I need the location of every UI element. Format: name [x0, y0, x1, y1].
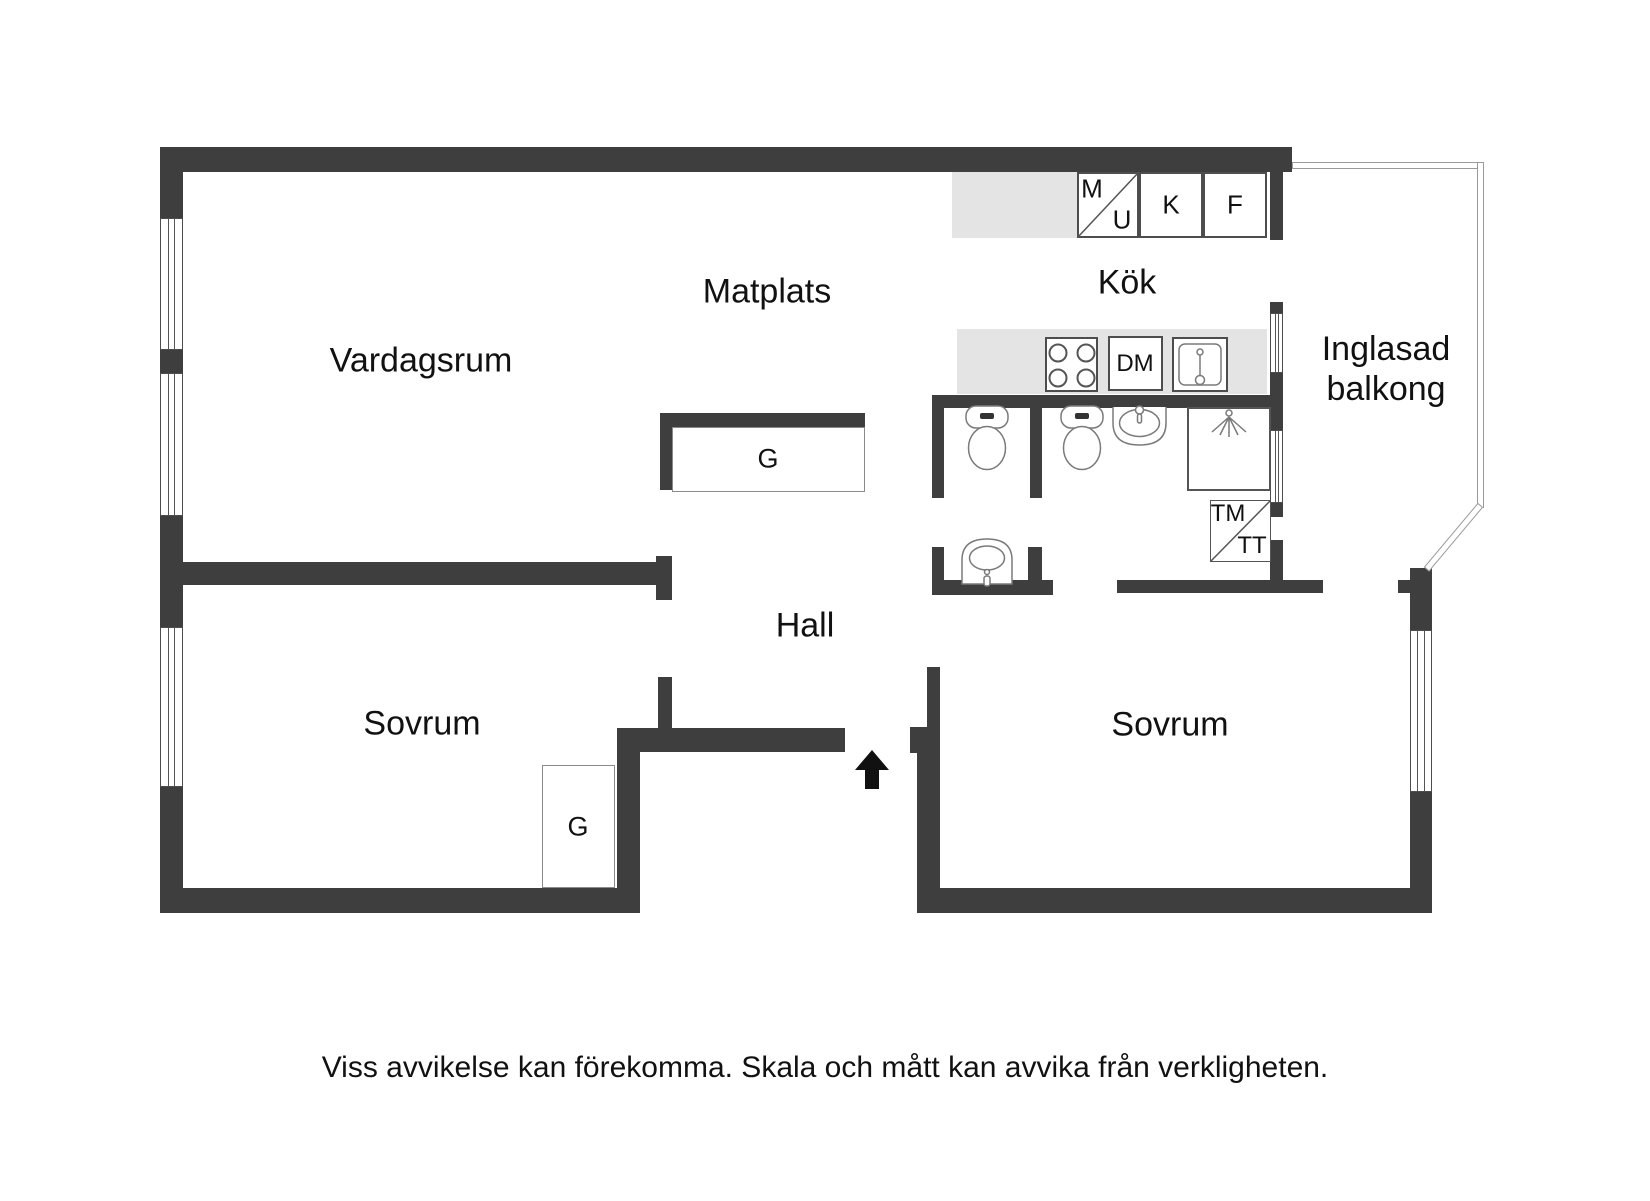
wall-right — [1410, 792, 1432, 913]
entrance-arrow-icon — [855, 750, 889, 770]
disclaimer-text: Viss avvikelse kan förekomma. Skala och … — [321, 1051, 1329, 1084]
wall-bath-left — [932, 408, 944, 498]
window — [160, 218, 183, 350]
freezer-label: F — [1227, 189, 1243, 220]
stove-burners-icon — [1048, 343, 1096, 388]
wall-left — [160, 147, 183, 218]
washbasin-icon — [1112, 405, 1167, 446]
entrance-arrow-stem — [865, 769, 879, 789]
toilet-icon — [1060, 405, 1104, 471]
wc-sink-icon — [961, 538, 1013, 587]
wall-kitchen-right — [1270, 302, 1283, 313]
micro-oven-diagonal — [1077, 172, 1139, 238]
window — [160, 627, 183, 787]
wall-bedroom-right-stub — [927, 667, 940, 728]
kitchen-sink-icon — [1178, 343, 1222, 386]
window — [1270, 313, 1283, 373]
bedroom-wardrobe-box — [542, 765, 615, 888]
wall-bath-divider — [1030, 408, 1042, 498]
washer-label: TM — [1210, 500, 1246, 527]
kitchen-counter-top — [952, 172, 1077, 238]
wall-balcony-tab — [1398, 580, 1410, 593]
room-label-balcony: Inglasad balkong — [1322, 329, 1451, 409]
fridge-label: K — [1162, 189, 1180, 220]
wall-bath-top — [932, 395, 1283, 408]
wall-entry-step — [617, 728, 845, 752]
wall-bedroom-left-right — [617, 728, 640, 913]
room-label-balcony-line2: balkong — [1326, 370, 1446, 408]
wall-wc-right-stub — [1028, 547, 1042, 580]
wall-bedroom-right-left — [917, 753, 940, 888]
room-label-kitchen: Kök — [1097, 263, 1157, 302]
window — [160, 373, 183, 516]
wall-bottom-right — [917, 888, 1432, 913]
room-label-hall: Hall — [775, 606, 835, 645]
room-label-livingroom: Vardagsrum — [329, 341, 513, 380]
bedroom-wardrobe-label: G — [567, 811, 589, 842]
wall-kitchen-right — [1270, 170, 1283, 240]
wall-left — [160, 787, 183, 913]
hall-wardrobe-label: G — [757, 443, 779, 474]
wall-living-bedroom — [183, 562, 658, 585]
room-label-dining: Matplats — [702, 272, 832, 311]
wall-entry-block — [910, 727, 940, 753]
wall-kitchen-right — [1270, 540, 1283, 593]
toilet-icon — [965, 405, 1009, 471]
microwave-label: M — [1081, 173, 1103, 204]
hall-wardrobe-box — [672, 427, 865, 492]
wall-bottom-left — [160, 888, 640, 913]
dryer-label: TT — [1237, 532, 1267, 559]
room-label-balcony-line1: Inglasad — [1321, 330, 1451, 368]
oven-label: U — [1112, 204, 1132, 235]
wall-left — [160, 516, 183, 627]
wall-left-pier — [160, 350, 183, 373]
wall-right — [1410, 568, 1432, 630]
wall-kitchen-right — [1270, 373, 1283, 430]
wall-cap — [656, 556, 672, 600]
washer-dryer-diagonal — [1210, 500, 1271, 562]
dishwasher-label: DM — [1116, 350, 1154, 377]
dishwasher-box — [1108, 336, 1163, 391]
fridge-box — [1139, 172, 1203, 238]
window — [1410, 630, 1432, 792]
wall-hall-stub — [658, 677, 672, 733]
room-label-bedroom-right: Sovrum — [1111, 705, 1229, 744]
wall-kitchen-right — [1270, 503, 1283, 517]
shower-head-icon — [1211, 409, 1247, 437]
wall-top — [160, 147, 1292, 172]
wardrobe-left-bar — [660, 413, 672, 490]
wardrobe-top-bar — [660, 413, 865, 427]
freezer-box — [1203, 172, 1267, 238]
room-label-bedroom-left: Sovrum — [363, 704, 481, 743]
